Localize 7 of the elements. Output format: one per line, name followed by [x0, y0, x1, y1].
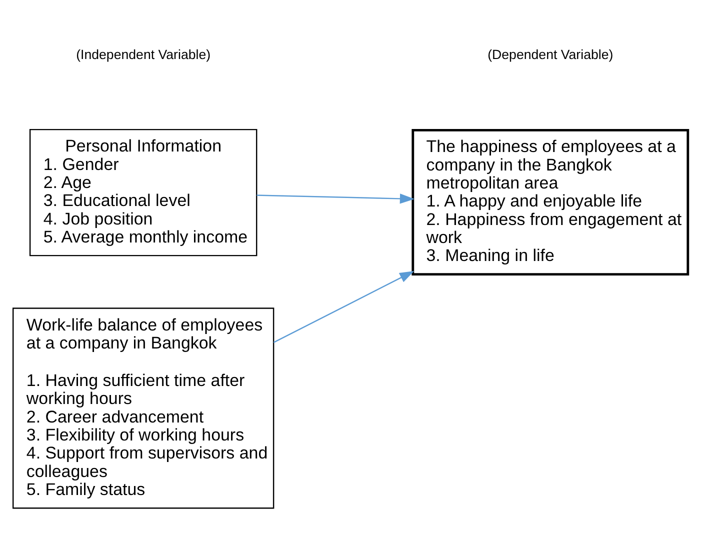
- node-box: Personal Information 1. Gender 2. Age 3. Educational level 4. Job position 5. Average monthly income: [29, 128, 258, 256]
- label: (Independent Variable): [76, 46, 211, 62]
- node-box: The happiness of employees at a company in the Bangkok metropolitan area 1. A happy and enjoyable life 2. Happiness from engagement at work 3. Meaning in life: [412, 128, 690, 276]
- node-box: Work-life balance of employees at a company in Bangkok 1. Having sufficient time after working hours 2. Career advancement 3. Flexibility of working hours 4. Support from supervisors and colleagues 5. Family status: [12, 307, 274, 508]
- arrow: [273, 270, 414, 342]
- arrow: [256, 193, 414, 204]
- label: (Dependent Variable): [488, 46, 614, 62]
